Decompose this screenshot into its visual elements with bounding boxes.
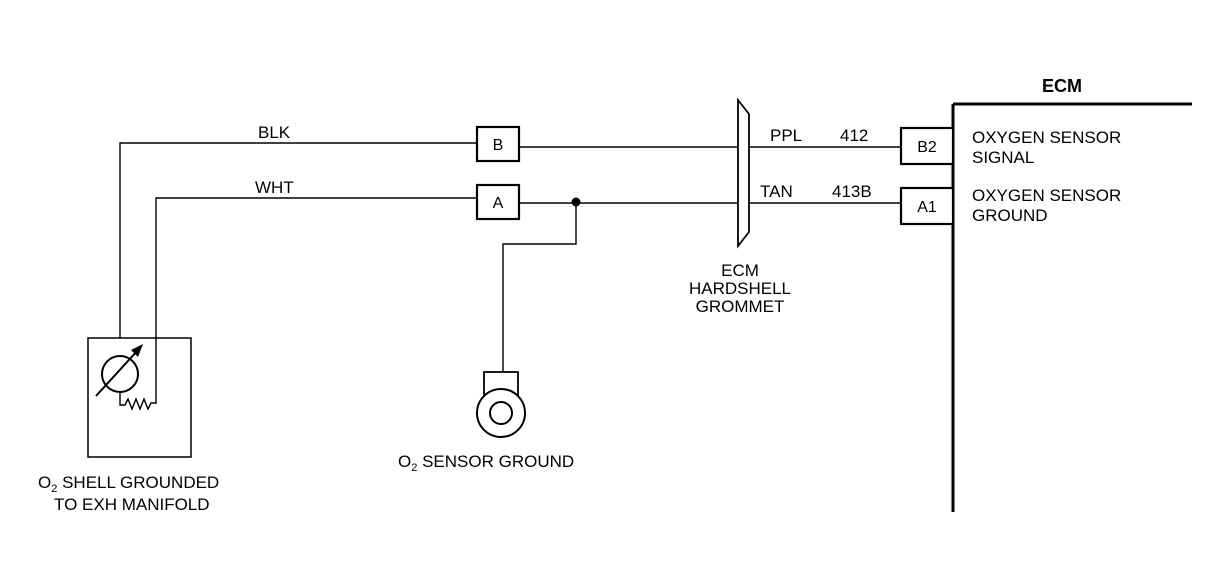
grommet-label-2: HARDSHELL [689,279,791,298]
ecm-pin-b2 [899,126,955,166]
grommet-label-3: GROMMET [696,297,785,316]
grommet-label-1: ECM [721,261,759,280]
ecm-title: ECM [1042,76,1082,96]
connector-b-label: B [493,137,504,154]
wire-wht-label: WHT [255,178,294,197]
wire-ground-drop [502,202,577,372]
oxygen-sensor-housing [87,337,192,458]
wire-signal-color: PPL [770,126,802,145]
wire-signal-circuit: 412 [840,126,868,145]
ecm-pin-a1-label: A1 [917,199,937,216]
wire-blk [119,142,477,338]
ecm-pin-b2-desc-2: SIGNAL [972,148,1034,167]
grommet [737,97,750,249]
sensor-label-2: TO EXH MANIFOLD [54,495,210,514]
ecm-pin-b2-desc-1: OXYGEN SENSOR [972,128,1121,147]
wire-blk-label: BLK [258,123,291,142]
connector-a [475,183,521,221]
sensor-label-1: O2 SHELL GROUNDED [38,473,219,495]
ecm-pin-a1 [899,186,955,226]
ground-stud-icon [476,371,526,438]
ecm-pin-a1-desc-1: OXYGEN SENSOR [972,186,1121,205]
wire-ground-circuit: 413B [832,182,872,201]
connector-a-label: A [493,195,504,212]
ecm-pin-a1-desc-2: GROUND [972,206,1048,225]
ecm-pin-b2-label: B2 [917,139,937,156]
wire-wht [155,197,477,338]
wire-ground-color: TAN [760,182,793,201]
sensor-ground-label: O2 SENSOR GROUND [398,452,574,474]
variable-sensor-icon [95,338,157,411]
connector-b [475,125,521,163]
ecm-housing [951,102,1192,512]
